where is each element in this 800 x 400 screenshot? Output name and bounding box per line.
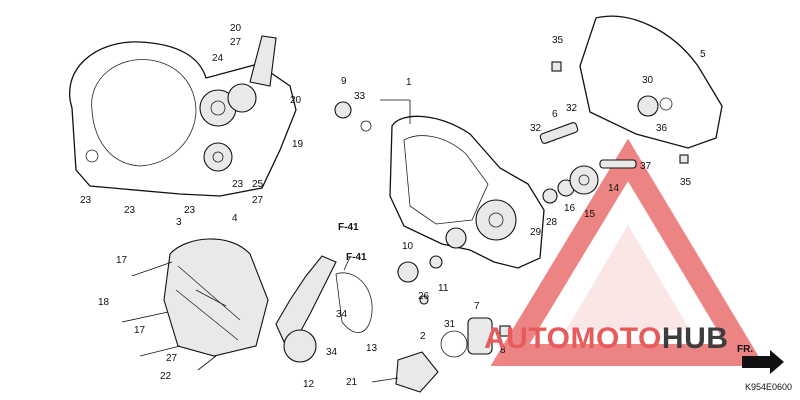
oil-filter-parts bbox=[334, 101, 511, 393]
callout-11: 11 bbox=[438, 283, 449, 294]
callout-17a: 17 bbox=[116, 255, 128, 266]
crankcase-cover-outline bbox=[69, 35, 297, 197]
callout-21: 21 bbox=[346, 377, 358, 388]
watermark-part2: HUB bbox=[661, 322, 729, 355]
callout-32a: 32 bbox=[530, 123, 542, 134]
callout-1: 1 bbox=[406, 77, 412, 88]
callout-12: 12 bbox=[303, 379, 315, 390]
callout-10: 10 bbox=[402, 241, 414, 252]
callout-8: 8 bbox=[500, 345, 506, 356]
callout-27c: 27 bbox=[166, 353, 178, 364]
callout-4: 4 bbox=[232, 213, 238, 224]
callout-22: 22 bbox=[160, 371, 172, 382]
callout-37: 37 bbox=[640, 161, 652, 172]
ref-f41-a: F-41 bbox=[338, 222, 359, 233]
right-crankcase-cover bbox=[380, 99, 545, 269]
callout-23c: 23 bbox=[184, 205, 196, 216]
watermark-part1: AUTOMOTO bbox=[484, 322, 662, 355]
shaft-and-gears bbox=[539, 122, 637, 204]
callout-13: 13 bbox=[366, 343, 378, 354]
callout-29: 29 bbox=[530, 227, 542, 238]
callout-9: 9 bbox=[341, 76, 347, 87]
watermark-logo bbox=[490, 138, 765, 366]
callout-23b: 23 bbox=[124, 205, 136, 216]
callout-18: 18 bbox=[98, 297, 110, 308]
callout-33: 33 bbox=[354, 91, 366, 102]
callout-30: 30 bbox=[642, 75, 654, 86]
callout-27a: 27 bbox=[230, 37, 242, 48]
callout-28: 28 bbox=[546, 217, 558, 228]
cover-gasket bbox=[551, 15, 723, 164]
front-label: FR. bbox=[737, 344, 754, 355]
callout-34b: 34 bbox=[326, 347, 338, 358]
clutch-cover bbox=[121, 238, 269, 371]
callout-34a: 34 bbox=[336, 309, 348, 320]
diagram-code: K954E0600 bbox=[744, 382, 792, 392]
callout-23d: 23 bbox=[232, 179, 244, 190]
callout-3: 3 bbox=[176, 217, 182, 228]
callout-23a: 23 bbox=[80, 195, 92, 206]
callout-14: 14 bbox=[608, 183, 620, 194]
callout-25: 25 bbox=[252, 179, 264, 190]
watermark-text: AUTOMOTOHUB bbox=[484, 322, 728, 356]
ref-f41-b: F-41 bbox=[346, 252, 367, 263]
callout-20b: 20 bbox=[290, 95, 302, 106]
callout-31: 31 bbox=[444, 319, 456, 330]
callout-19: 19 bbox=[292, 139, 304, 150]
callout-24: 24 bbox=[212, 53, 224, 64]
callout-7: 7 bbox=[474, 301, 480, 312]
callout-2: 2 bbox=[420, 331, 426, 342]
front-arrow bbox=[742, 350, 784, 374]
callout-32b: 32 bbox=[566, 103, 578, 114]
callout-27b: 27 bbox=[252, 195, 264, 206]
callout-36: 36 bbox=[656, 123, 668, 134]
callout-5: 5 bbox=[700, 49, 706, 60]
water-pump-body bbox=[275, 255, 373, 363]
callout-35a: 35 bbox=[552, 35, 564, 46]
callout-26: 26 bbox=[418, 291, 430, 302]
callout-17b: 17 bbox=[134, 325, 146, 336]
callout-20a: 20 bbox=[230, 23, 242, 34]
callout-16: 16 bbox=[564, 203, 576, 214]
callout-6: 6 bbox=[552, 109, 558, 120]
callout-15: 15 bbox=[584, 209, 596, 220]
callout-35b: 35 bbox=[680, 177, 692, 188]
